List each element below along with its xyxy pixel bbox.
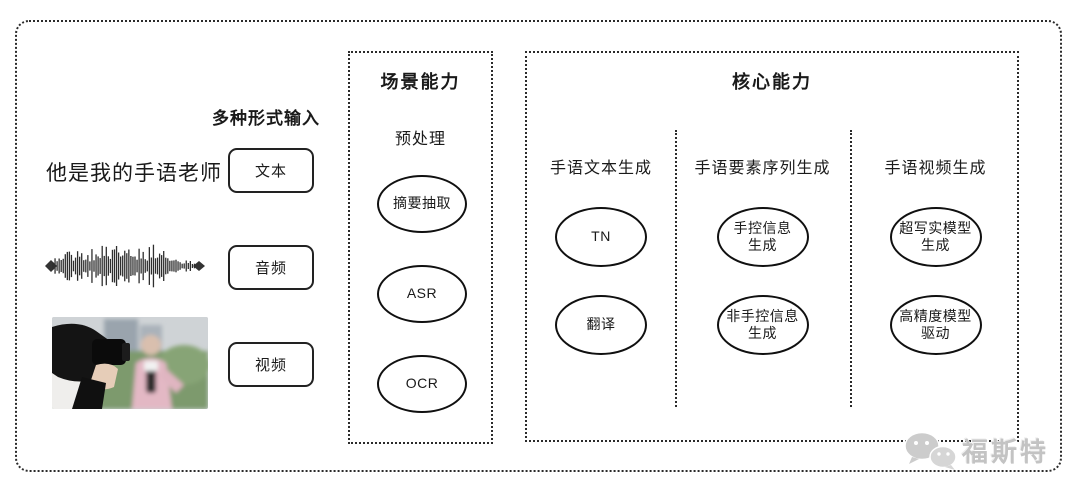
input-section-label: 多种形式输入	[212, 109, 320, 128]
scene-capability-box: 场景能力 预处理 摘要抽取 ASR OCR	[348, 51, 493, 444]
input-type-text-label: 文本	[254, 163, 287, 180]
column-divider	[675, 130, 677, 407]
outer-frame	[15, 20, 1062, 472]
video-thumbnail	[52, 317, 208, 409]
input-type-audio-label: 音频	[254, 260, 287, 277]
column-divider	[850, 130, 852, 407]
camera-interview-photo	[52, 317, 208, 409]
node-asr: ASR	[377, 265, 467, 323]
input-type-audio-box: 音频	[228, 245, 314, 290]
audio-waveform-icon	[45, 244, 205, 288]
node-ocr: OCR	[377, 355, 467, 413]
column-sign-text-generation: 手语文本生成 TN 翻译	[527, 53, 675, 440]
column-header: 手语文本生成	[549, 160, 652, 177]
sample-sentence: 他是我的手语老师	[46, 162, 222, 185]
core-capability-title: 核心能力	[732, 72, 812, 92]
node-manual-info-generation: 手控信息 生成	[716, 207, 809, 267]
column-header: 手语要素序列生成	[694, 160, 831, 177]
core-capability-box: 核心能力 手语文本生成 TN 翻译 手语要素序列生成 手控信息 生成 非手控信息…	[525, 51, 1019, 442]
node-translation: 翻译	[555, 295, 647, 355]
wechat-icon	[904, 431, 957, 470]
watermark-text: 福斯特	[962, 436, 1050, 467]
node-high-precision-model-driving: 高精度模型 驱动	[889, 295, 982, 355]
watermark: 福斯特	[900, 430, 1049, 470]
scene-capability-title: 场景能力	[380, 72, 461, 92]
input-type-text-box: 文本	[228, 148, 314, 193]
node-summary-extraction: 摘要抽取	[377, 175, 467, 233]
column-sign-element-sequence-generation: 手语要素序列生成 手控信息 生成 非手控信息 生成	[675, 53, 850, 440]
input-type-video-label: 视频	[254, 357, 287, 374]
column-header: 手语视频生成	[884, 160, 987, 177]
node-hyperreal-model-generation: 超写实模型 生成	[889, 207, 982, 267]
node-non-manual-info-generation: 非手控信息 生成	[716, 295, 809, 355]
preprocess-label: 预处理	[394, 131, 446, 148]
column-sign-video-generation: 手语视频生成 超写实模型 生成 高精度模型 驱动	[850, 53, 1021, 440]
input-type-video-box: 视频	[228, 342, 314, 387]
node-tn: TN	[555, 207, 647, 267]
